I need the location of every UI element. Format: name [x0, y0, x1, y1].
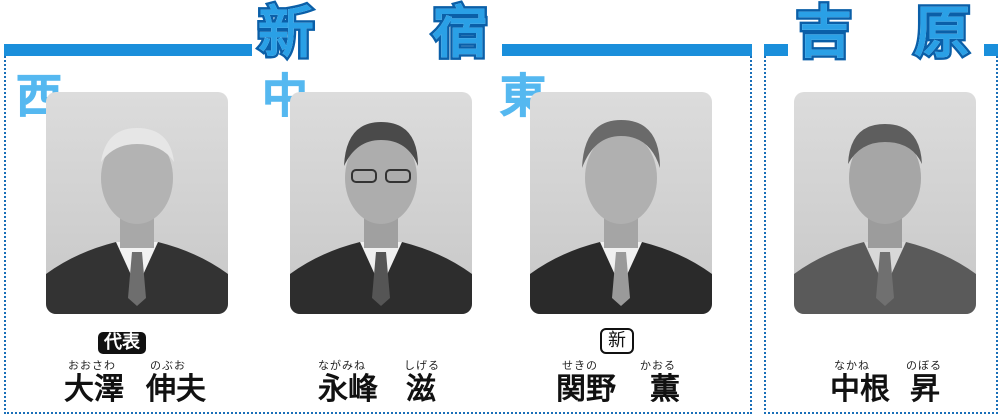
given-name-sekino: 薫: [650, 372, 680, 407]
yoshiwara-title-char-1: 吉: [794, 0, 855, 68]
reading-given-nagamine: しげる: [404, 359, 440, 372]
shinjuku-section-box: [4, 56, 752, 414]
given-name-nagamine: 滋: [406, 372, 436, 407]
portrait-photo-sekino: [530, 92, 712, 314]
yoshiwara-section-box: [764, 56, 998, 414]
reading-given-nakane: のぼる: [906, 359, 942, 372]
surname-sekino: 関野: [556, 372, 616, 407]
representative-badge: 代表: [98, 332, 146, 354]
surname-osawa: 大澤: [64, 372, 124, 407]
new-member-badge: 新: [600, 328, 634, 354]
shinjuku-title-char-2: 宿: [430, 0, 491, 68]
reading-surname-sekino: せきの: [562, 359, 598, 372]
reading-surname-nagamine: ながみね: [318, 359, 366, 372]
reading-given-osawa: のぶお: [150, 359, 186, 372]
given-name-nakane: 昇: [910, 372, 940, 407]
surname-nakane: 中根: [830, 372, 890, 407]
portrait-photo-nakane: [794, 92, 976, 314]
reading-given-sekino: かおる: [640, 359, 676, 372]
shinjuku-title-char-1: 新: [256, 0, 317, 68]
reading-surname-osawa: おおさわ: [68, 359, 116, 372]
given-name-osawa: 伸夫: [146, 372, 206, 407]
surname-nagamine: 永峰: [318, 372, 378, 407]
portrait-photo-osawa: [46, 92, 228, 314]
yoshiwara-title-bg: [788, 6, 984, 64]
reading-surname-nakane: なかね: [834, 359, 870, 372]
portrait-photo-nagamine: [290, 92, 472, 314]
shinjuku-title-bg: [252, 6, 502, 64]
yoshiwara-title-char-2: 原: [912, 0, 973, 68]
